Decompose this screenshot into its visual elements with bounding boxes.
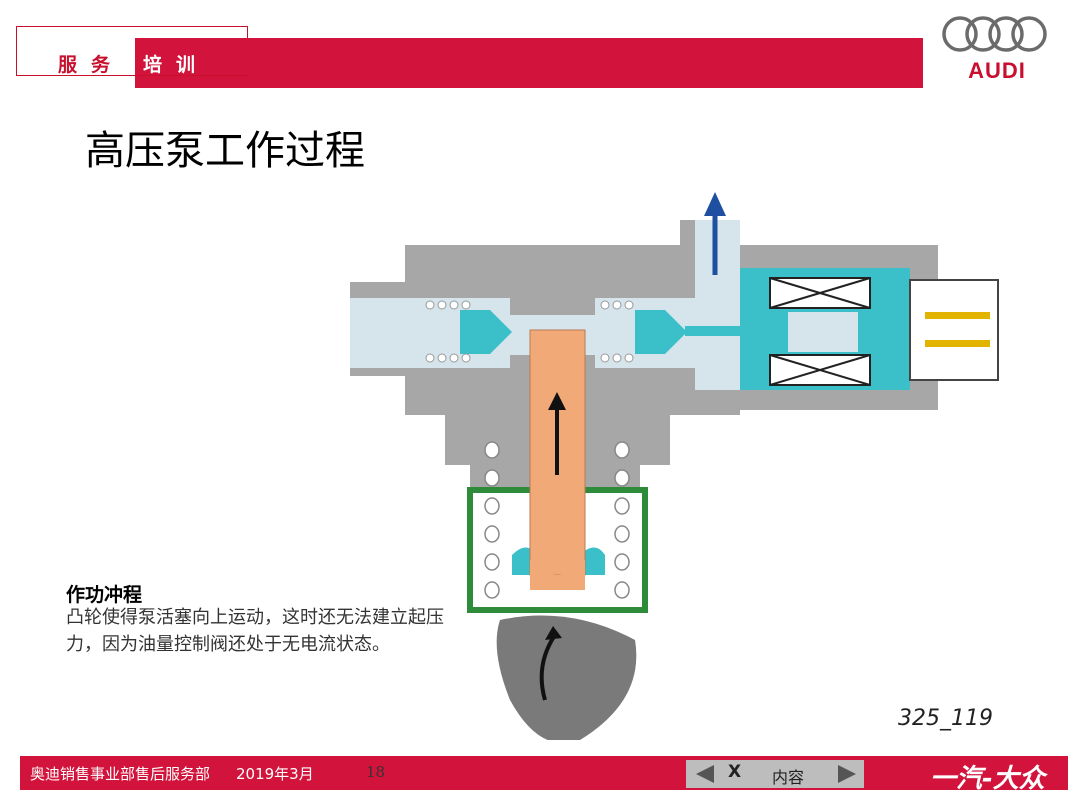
check-valves xyxy=(460,310,780,354)
audi-wordmark: AUDI xyxy=(968,58,1026,83)
valve-springs xyxy=(425,300,634,363)
footer-date: 2019年3月 xyxy=(236,765,314,783)
nav-bar xyxy=(686,760,864,788)
figure-code: 325_119 xyxy=(898,706,993,731)
pump-piston xyxy=(529,329,586,590)
close-button[interactable]: X xyxy=(728,762,742,782)
training-tag-fill xyxy=(135,38,248,75)
faw-vw-brand: 一汽-大众 xyxy=(930,764,1045,794)
fuel-control-valve xyxy=(740,268,999,390)
caption-body: 凸轮使得泵活塞向上运动，这时还无法建立起压力，因为油量控制阀还处于无电流状态。 xyxy=(66,607,444,655)
training-tag-left: 服务 xyxy=(58,54,125,76)
previous-arrow-icon[interactable] xyxy=(690,762,720,786)
audi-rings-logo xyxy=(942,16,1047,52)
footer-band xyxy=(20,756,1068,790)
header-band xyxy=(135,38,923,88)
piston-spring xyxy=(484,441,630,599)
caption-title: 作功冲程 xyxy=(66,584,143,606)
next-arrow-icon[interactable] xyxy=(832,762,862,786)
training-tag-right: 培训 xyxy=(143,54,210,76)
page-number: 18 xyxy=(366,763,386,781)
page-title: 高压泵工作过程 xyxy=(85,128,365,174)
footer-department: 奥迪销售事业部售后服务部 xyxy=(30,765,211,783)
high-pressure-pump-diagram xyxy=(350,192,999,740)
cam-lobe xyxy=(496,615,637,740)
contents-button[interactable]: 内容 xyxy=(772,768,805,787)
outlet-arrow xyxy=(704,192,726,275)
